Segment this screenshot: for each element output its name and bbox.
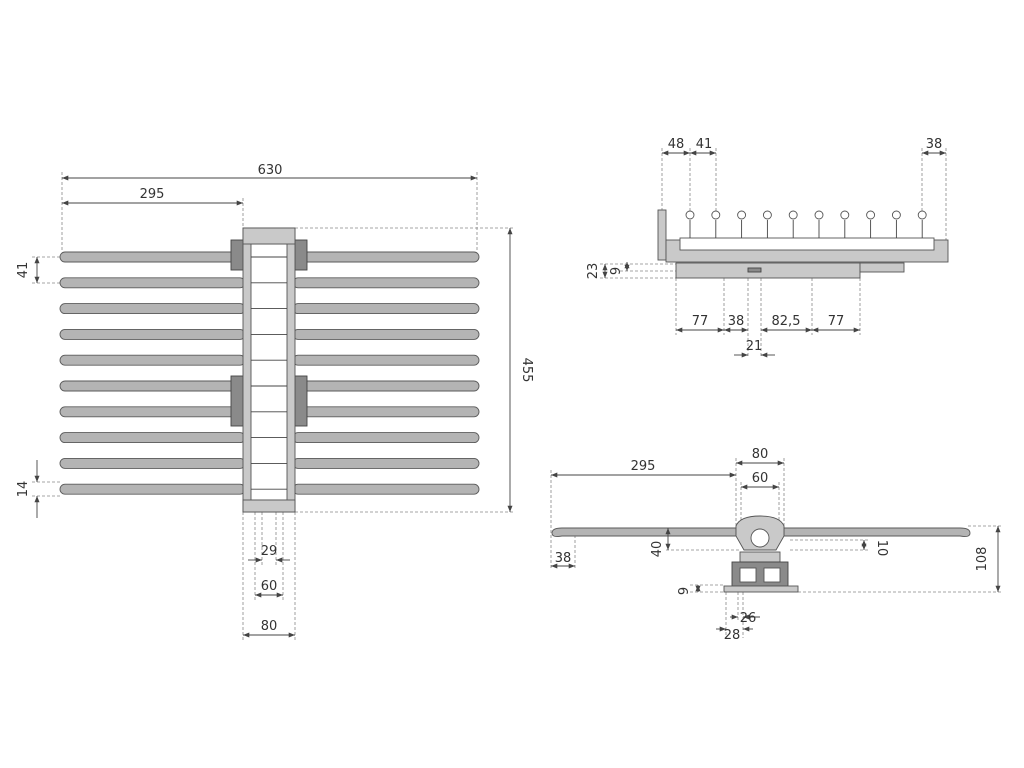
bar-right xyxy=(292,328,480,340)
rail-lower xyxy=(675,262,861,279)
dim-10: 10 xyxy=(874,540,889,557)
bar-right xyxy=(292,354,480,366)
hanger-bars xyxy=(59,251,480,495)
bar-left xyxy=(59,328,246,340)
dim-41: 41 xyxy=(696,137,713,152)
bar-right xyxy=(292,432,480,444)
side-hooks xyxy=(685,210,927,238)
bar-right xyxy=(292,406,480,418)
hook-head xyxy=(840,210,850,220)
bar-right xyxy=(292,277,480,289)
side-view: 48 41 38 23 9 77 38 82,5 77 21 xyxy=(586,137,949,358)
bar-right xyxy=(292,457,480,469)
dim-28: 28 xyxy=(724,628,741,643)
center-column-inner xyxy=(250,243,288,501)
dim-60: 60 xyxy=(261,579,278,594)
bar-left xyxy=(59,303,246,315)
column-cap-bottom xyxy=(242,499,296,513)
bar-left xyxy=(59,406,246,418)
dim-overall-width: 630 xyxy=(258,163,283,178)
bar-left xyxy=(59,251,246,263)
bar-left xyxy=(59,277,246,289)
dim-9: 9 xyxy=(609,267,624,275)
base-profile-inner xyxy=(763,567,781,583)
hook-head xyxy=(737,210,747,220)
bar-right xyxy=(292,303,480,315)
dim-82-5: 82,5 xyxy=(772,314,801,329)
column-slots xyxy=(251,256,287,490)
dim-60-front: 60 xyxy=(752,471,769,486)
clip-hole xyxy=(750,528,770,548)
hook-head xyxy=(814,210,824,220)
dim-40: 40 xyxy=(650,541,665,558)
bracket xyxy=(294,375,308,427)
dim-29: 29 xyxy=(261,544,278,559)
dim-height: 455 xyxy=(519,358,534,383)
right-arm xyxy=(783,527,971,538)
dim-38-bottom: 38 xyxy=(728,314,745,329)
dim-arm-length: 295 xyxy=(140,187,165,202)
rail-inner xyxy=(679,237,935,251)
bracket xyxy=(230,375,244,427)
dim-26: 26 xyxy=(740,611,757,626)
bar-left xyxy=(59,432,246,444)
bracket xyxy=(294,239,308,271)
dim-23: 23 xyxy=(586,263,601,280)
bracket xyxy=(230,239,244,271)
base-plate xyxy=(723,585,799,593)
dim-9-front: 9 xyxy=(677,587,692,595)
dim-108: 108 xyxy=(975,547,990,572)
dim-80-front: 80 xyxy=(752,447,769,462)
bar-right xyxy=(292,380,480,392)
dim-38-front: 38 xyxy=(555,551,572,566)
bar-left xyxy=(59,457,246,469)
hook-head xyxy=(891,210,901,220)
dim-77-right: 77 xyxy=(828,314,845,329)
bar-left xyxy=(59,354,246,366)
bar-right xyxy=(292,251,480,263)
hook-head xyxy=(917,210,927,220)
column-cap-top xyxy=(242,227,296,245)
base-upper xyxy=(739,551,781,563)
hook-head xyxy=(685,210,695,220)
hook-head xyxy=(762,210,772,220)
base-profile-inner xyxy=(739,567,757,583)
dim-bar-diameter: 14 xyxy=(16,481,31,498)
dim-80: 80 xyxy=(261,619,278,634)
hook-head xyxy=(788,210,798,220)
dim-38-top: 38 xyxy=(926,137,943,152)
rail-slide xyxy=(859,262,905,273)
rail-notch xyxy=(747,267,762,273)
hook-head xyxy=(711,210,721,220)
top-view: 630 295 455 41 14 29 60 80 xyxy=(16,163,534,640)
dim-arm-length-front: 295 xyxy=(631,459,656,474)
dim-21: 21 xyxy=(746,339,763,354)
bar-left xyxy=(59,380,246,392)
hook-head xyxy=(866,210,876,220)
front-view: 295 80 60 38 40 10 108 9 26 28 xyxy=(550,447,1003,643)
dim-77-left: 77 xyxy=(692,314,709,329)
side-post xyxy=(657,209,667,261)
bar-right xyxy=(292,483,480,495)
dim-bar-pitch: 41 xyxy=(16,262,31,279)
bar-left xyxy=(59,483,246,495)
left-arm xyxy=(551,527,737,538)
dim-48: 48 xyxy=(668,137,685,152)
